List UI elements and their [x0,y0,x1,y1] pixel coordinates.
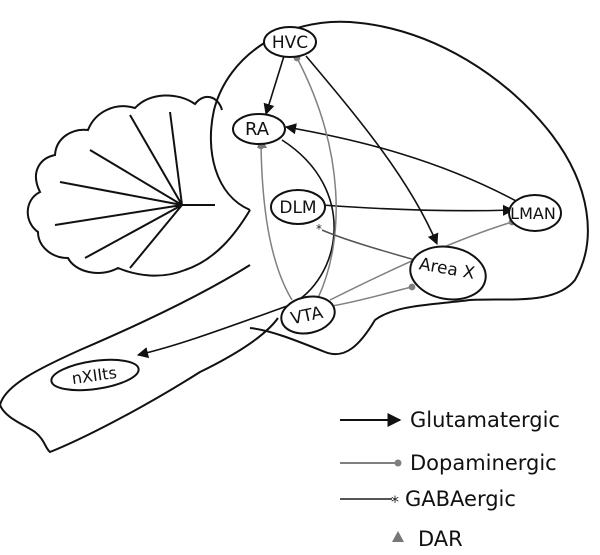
legend-dopaminergic-label: Dopaminergic [410,451,557,475]
projection-vta-ra [257,142,293,301]
projection-vta-areax [331,283,416,307]
cerebellum-outline [26,94,251,277]
legend-dar-marker [392,531,404,542]
cerebrum-outline [209,20,589,356]
brainstem-outline [0,264,279,454]
projection-hvc-areax [305,55,439,246]
brain-outline [0,20,589,454]
gaba-terminal-symbol: * [316,222,322,236]
projection-dlm-lman [321,204,515,216]
gabaergic-projections: * [316,222,416,261]
nucleus-ra: RA [232,113,286,145]
cerebellum-folia [54,111,215,269]
nucleus-hvc: HVC [263,26,317,58]
nucleus-dlm-label: DLM [279,198,316,218]
nucleus-hvc-label: HVC [272,33,308,53]
legend-gabaergic-label: GABAergic [405,487,516,511]
legend-dopaminergic-dot [394,459,402,467]
projection-lman-ra [284,123,519,203]
nucleus-lman: LMAN [508,194,562,232]
nucleus-nxiits: nXIIts [50,358,140,392]
legend-glutamatergic: Glutamatergic [340,408,560,432]
projection-vta-hvc [293,54,337,299]
nucleus-vta: VTA [280,295,336,335]
projection-areax-dlm [321,229,416,261]
legend-dar: DAR [392,527,463,551]
nucleus-lman-label: LMAN [510,204,556,223]
legend-dar-label: DAR [418,527,463,551]
nucleus-dlm: DLM [270,189,326,225]
legend-dopaminergic: Dopaminergic [340,451,557,475]
nucleus-ra-label: RA [245,119,270,140]
legend-gabaergic: * GABAergic [340,487,516,511]
legend-glutamatergic-label: Glutamatergic [410,408,560,432]
nucleus-areax: Area X [409,245,487,301]
projection-hvc-ra [263,55,285,116]
legend-gabaergic-symbol: * [391,492,399,511]
legend: Glutamatergic Dopaminergic * GABAergic D… [340,408,560,551]
